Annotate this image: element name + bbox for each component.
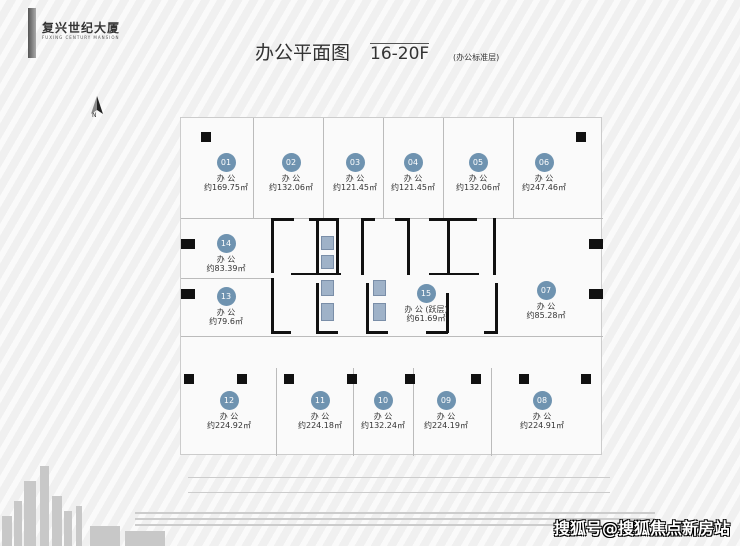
unit-03[interactable]: 03 办 公约121.45㎡ <box>315 150 395 192</box>
unit-09[interactable]: 09 办 公约224.19㎡ <box>406 388 486 430</box>
unit-14[interactable]: 14 办 公约83.39㎡ <box>186 231 266 273</box>
unit-number-badge: 03 <box>345 153 365 172</box>
footnote-line <box>135 524 555 526</box>
unit-05[interactable]: 05 办 公约132.06㎡ <box>438 150 518 192</box>
watermark: 搜狐号@搜狐焦点新房站 <box>553 519 730 538</box>
unit-use: 办 公 <box>310 412 330 421</box>
unit-area: 约224.91㎡ <box>520 421 564 430</box>
unit-area: 约169.75㎡ <box>204 183 248 192</box>
north-arrow-icon <box>91 96 103 114</box>
unit-use: 办 公 <box>216 174 236 183</box>
unit-number-badge: 08 <box>532 391 552 410</box>
page-title: 办公平面图 <box>255 42 351 64</box>
unit-area: 约85.28㎡ <box>526 311 566 320</box>
unit-area: 约224.18㎡ <box>298 421 342 430</box>
unit-use: 办 公 <box>403 174 423 183</box>
unit-use: 办 公 <box>219 412 239 421</box>
north-label: N <box>92 112 97 119</box>
dimension-line <box>188 477 610 478</box>
unit-use: 办 公 <box>468 174 488 183</box>
unit-number-badge: 12 <box>219 391 239 410</box>
unit-use: 办 公 <box>281 174 301 183</box>
unit-number-badge: 14 <box>216 234 236 253</box>
unit-area: 约79.6㎡ <box>209 317 243 326</box>
unit-area: 约132.24㎡ <box>361 421 405 430</box>
unit-area: 约132.06㎡ <box>269 183 313 192</box>
footnote-line <box>135 512 655 514</box>
unit-number-badge: 01 <box>216 153 236 172</box>
footnote-line <box>135 518 655 520</box>
unit-number-badge: 04 <box>403 153 423 172</box>
unit-area: 约224.92㎡ <box>207 421 251 430</box>
unit-use: 办 公 <box>536 302 556 311</box>
logo-mark <box>28 8 36 58</box>
unit-07[interactable]: 07 办 公约85.28㎡ <box>506 278 586 320</box>
unit-number-badge: 15 <box>416 284 436 303</box>
logo-name-cn: 复兴世纪大厦 <box>42 21 121 35</box>
unit-area: 约224.19㎡ <box>424 421 468 430</box>
unit-11[interactable]: 11 办 公约224.18㎡ <box>280 388 360 430</box>
unit-use: 办 公 <box>532 412 552 421</box>
unit-area: 约61.69㎡ <box>406 314 446 323</box>
unit-02[interactable]: 02 办 公约132.06㎡ <box>251 150 331 192</box>
unit-area: 约83.39㎡ <box>206 264 246 273</box>
unit-use: 办 公 <box>534 174 554 183</box>
floor-range: 16-20F <box>370 43 430 64</box>
unit-10[interactable]: 10 办 公约132.24㎡ <box>343 388 423 430</box>
unit-area: 约121.45㎡ <box>391 183 435 192</box>
unit-use: 办 公 <box>436 412 456 421</box>
unit-use: 办 公 <box>345 174 365 183</box>
unit-04[interactable]: 04 办 公约121.45㎡ <box>373 150 453 192</box>
unit-number-badge: 06 <box>534 153 554 172</box>
unit-number-badge: 05 <box>468 153 488 172</box>
unit-number-badge: 13 <box>216 287 236 306</box>
unit-13[interactable]: 13 办 公约79.6㎡ <box>186 284 266 326</box>
unit-area: 约132.06㎡ <box>456 183 500 192</box>
unit-area: 约121.45㎡ <box>333 183 377 192</box>
unit-use: 办 公 <box>216 255 236 264</box>
unit-12[interactable]: 12 办 公约224.92㎡ <box>189 388 269 430</box>
unit-01[interactable]: 01 办 公约169.75㎡ <box>186 150 266 192</box>
page-subtitle: (办公标准层) <box>453 53 500 62</box>
unit-use: 办 公 (跃层) <box>404 305 448 314</box>
unit-use: 办 公 <box>373 412 393 421</box>
unit-06[interactable]: 06 办 公约247.46㎡ <box>504 150 584 192</box>
unit-number-badge: 10 <box>373 391 393 410</box>
unit-number-badge: 11 <box>310 391 330 410</box>
unit-number-badge: 09 <box>436 391 456 410</box>
city-skyline-illustration <box>2 466 165 546</box>
unit-use: 办 公 <box>216 308 236 317</box>
dimension-line <box>188 492 610 493</box>
unit-number-badge: 02 <box>281 153 301 172</box>
logo-name-en: FUXING CENTURY MANSION <box>42 35 120 40</box>
unit-number-badge: 07 <box>536 281 556 300</box>
unit-area: 约247.46㎡ <box>522 183 566 192</box>
unit-08[interactable]: 08 办 公约224.91㎡ <box>502 388 582 430</box>
unit-15[interactable]: 15 办 公 (跃层)约61.69㎡ <box>386 281 466 323</box>
